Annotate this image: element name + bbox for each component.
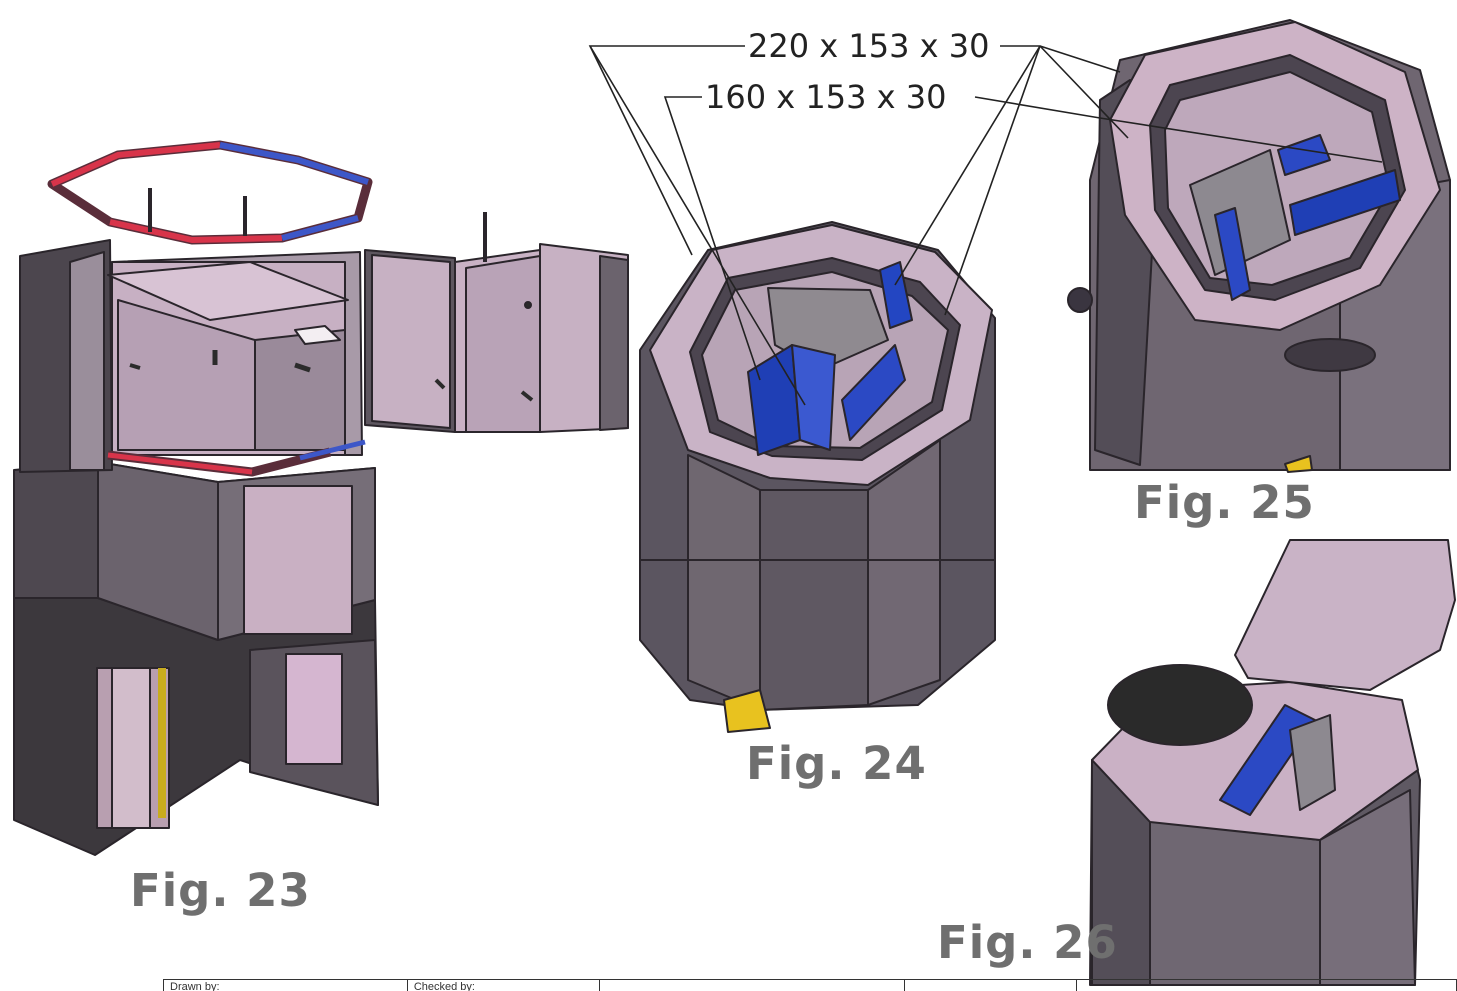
dimension-label-160: 160 x 153 x 30 xyxy=(702,79,950,115)
figure-25-label: Fig. 25 xyxy=(1134,476,1315,529)
figure-25-drawing xyxy=(1067,19,1451,473)
figure-24-drawing xyxy=(639,221,996,733)
figure-26-label: Fig. 26 xyxy=(937,916,1118,969)
title-block-cell-5 xyxy=(1077,980,1457,991)
title-block-cell-4 xyxy=(905,980,1078,991)
title-block-cell-3 xyxy=(600,980,906,991)
leader-lines xyxy=(588,45,1383,406)
title-block-cell-checked-by: Checked by: xyxy=(408,980,600,991)
figure-23-label: Fig. 23 xyxy=(130,864,311,917)
figure-24-label: Fig. 24 xyxy=(746,737,927,790)
figure-26-drawing xyxy=(1089,539,1456,986)
title-block-cell-drawn-by: Drawn by: xyxy=(164,980,408,991)
drawing-title-block: Drawn by: Checked by: xyxy=(163,979,1457,991)
dimension-label-220: 220 x 153 x 30 xyxy=(745,28,993,64)
figure-23-drawing xyxy=(13,140,629,856)
